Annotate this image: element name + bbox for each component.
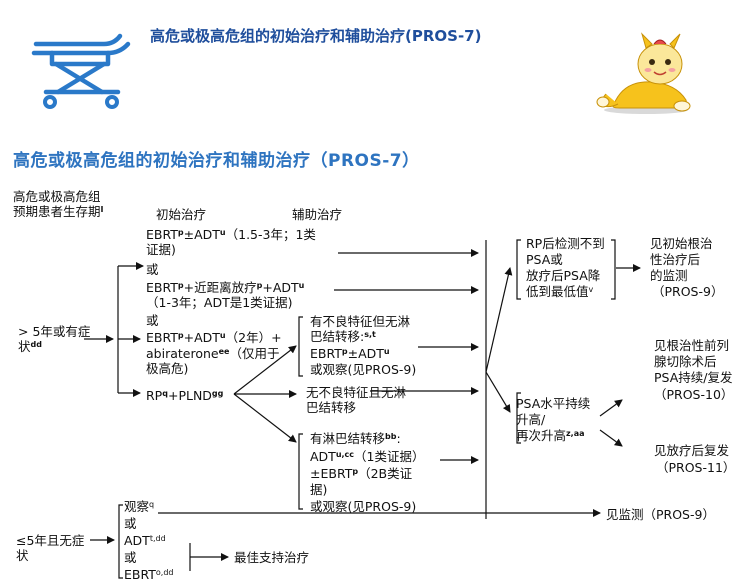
initial-option-ebrt-adt-abiraterone-3: 极高危) xyxy=(146,361,189,376)
result-initial-monitoring-3: 的监测 xyxy=(650,268,688,283)
initial-option-ebrt-adt: EBRTp±ADTu（1.5-3年；1类 xyxy=(146,227,316,242)
adjuvant-adverse-features-2: 巴结转移:s,t xyxy=(310,329,376,344)
outcome-psa-undetectable-3: 放疗后PSA降 xyxy=(526,268,601,283)
adjuvant-node-positive-4: 据) xyxy=(310,482,328,497)
outcome-psa-rising: PSA水平持续 xyxy=(516,396,591,411)
initial-option-ebrt-brachy-adt-2: （1-3年；ADT是1类证据) xyxy=(146,295,293,310)
stretcher-icon xyxy=(31,33,131,109)
adjuvant-adverse-features: 有不良特征但无淋 xyxy=(310,314,411,329)
life-gt5-label: > 5年或有症 xyxy=(18,324,91,339)
result-post-rp-psa-2: 腺切除术后 xyxy=(654,354,717,369)
outcome-psa-rising-2: 升高/ xyxy=(516,412,546,427)
initial-therapy-header: 初始治疗 xyxy=(156,207,207,222)
outcome-psa-undetectable-4: 低到最低值v xyxy=(526,284,594,299)
adjuvant-node-positive-2: ADTu,cc（1类证据） xyxy=(310,449,425,464)
adjuvant-therapy-header: 辅助治疗 xyxy=(292,207,343,222)
result-post-rt-recurrence: 见放疗后复发 xyxy=(654,443,730,458)
adjuvant-node-positive: 有淋巴结转移bb: xyxy=(310,431,401,446)
short-life-ebrt: EBRTo,dd xyxy=(124,567,174,582)
adjuvant-adverse-features-3: EBRTp±ADTu xyxy=(310,346,390,361)
result-initial-monitoring-4: （PROS-9） xyxy=(652,284,724,299)
result-post-rp-psa-3: PSA持续/复发 xyxy=(654,370,733,385)
initial-option-rp-plnd: RPq+PLNDgg xyxy=(146,388,224,403)
result-post-rp-psa: 见根治性前列 xyxy=(654,338,730,353)
life-expectancy-label: 预期患者生存期I xyxy=(13,204,104,219)
adjuvant-node-positive-5: 或观察(见PROS-9) xyxy=(310,499,417,514)
or-label: 或 xyxy=(124,550,137,565)
initial-option-ebrt-adt-abiraterone-2: abirateroneee（仅用于 xyxy=(146,346,280,361)
adjuvant-adverse-features-4: 或观察(见PROS-9) xyxy=(310,362,417,377)
mascot-illustration xyxy=(596,32,691,114)
outcome-psa-undetectable-2: PSA或 xyxy=(526,252,563,267)
initial-option-ebrt-adt-2: 证据) xyxy=(146,242,176,257)
or-label: 或 xyxy=(124,516,137,531)
life-gt5-label-2: 状dd xyxy=(18,339,42,354)
life-le5-label-2: 状 xyxy=(16,548,29,563)
best-supportive-care: 最佳支持治疗 xyxy=(234,550,310,565)
risk-group-label: 高危或极高危组 xyxy=(13,189,101,204)
adjuvant-no-adverse-features-2: 巴结转移 xyxy=(306,400,357,415)
header-title: 高危或极高危组的初始治疗和辅助治疗(PROS-7) xyxy=(150,27,482,45)
outcome-psa-rising-3: 再次升高z,aa xyxy=(516,428,585,443)
or-label: 或 xyxy=(146,313,159,328)
outcome-psa-undetectable: RP后检测不到 xyxy=(526,236,605,251)
result-monitoring: 见监测（PROS-9） xyxy=(606,507,715,522)
result-initial-monitoring: 见初始根治 xyxy=(650,236,713,251)
adjuvant-no-adverse-features: 无不良特征且无淋 xyxy=(306,385,407,400)
short-life-observation: 观察q xyxy=(124,499,155,514)
short-life-adt: ADTt,dd xyxy=(124,533,166,548)
or-label: 或 xyxy=(146,262,159,277)
result-post-rp-psa-4: （PROS-10） xyxy=(654,387,734,402)
adjuvant-node-positive-3: ±EBRTp（2B类证 xyxy=(310,466,413,481)
result-post-rt-recurrence-2: （PROS-11） xyxy=(656,460,736,475)
result-initial-monitoring-2: 性治疗后 xyxy=(650,252,701,267)
initial-option-ebrt-brachy-adt: EBRTp+近距离放疗p+ADTu xyxy=(146,280,305,295)
initial-option-ebrt-adt-abiraterone: EBRTp+ADTu（2年）+ xyxy=(146,330,282,345)
section-title: 高危或极高危组的初始治疗和辅助治疗（PROS-7） xyxy=(13,151,420,171)
life-le5-label: ≤5年且无症 xyxy=(16,533,85,548)
